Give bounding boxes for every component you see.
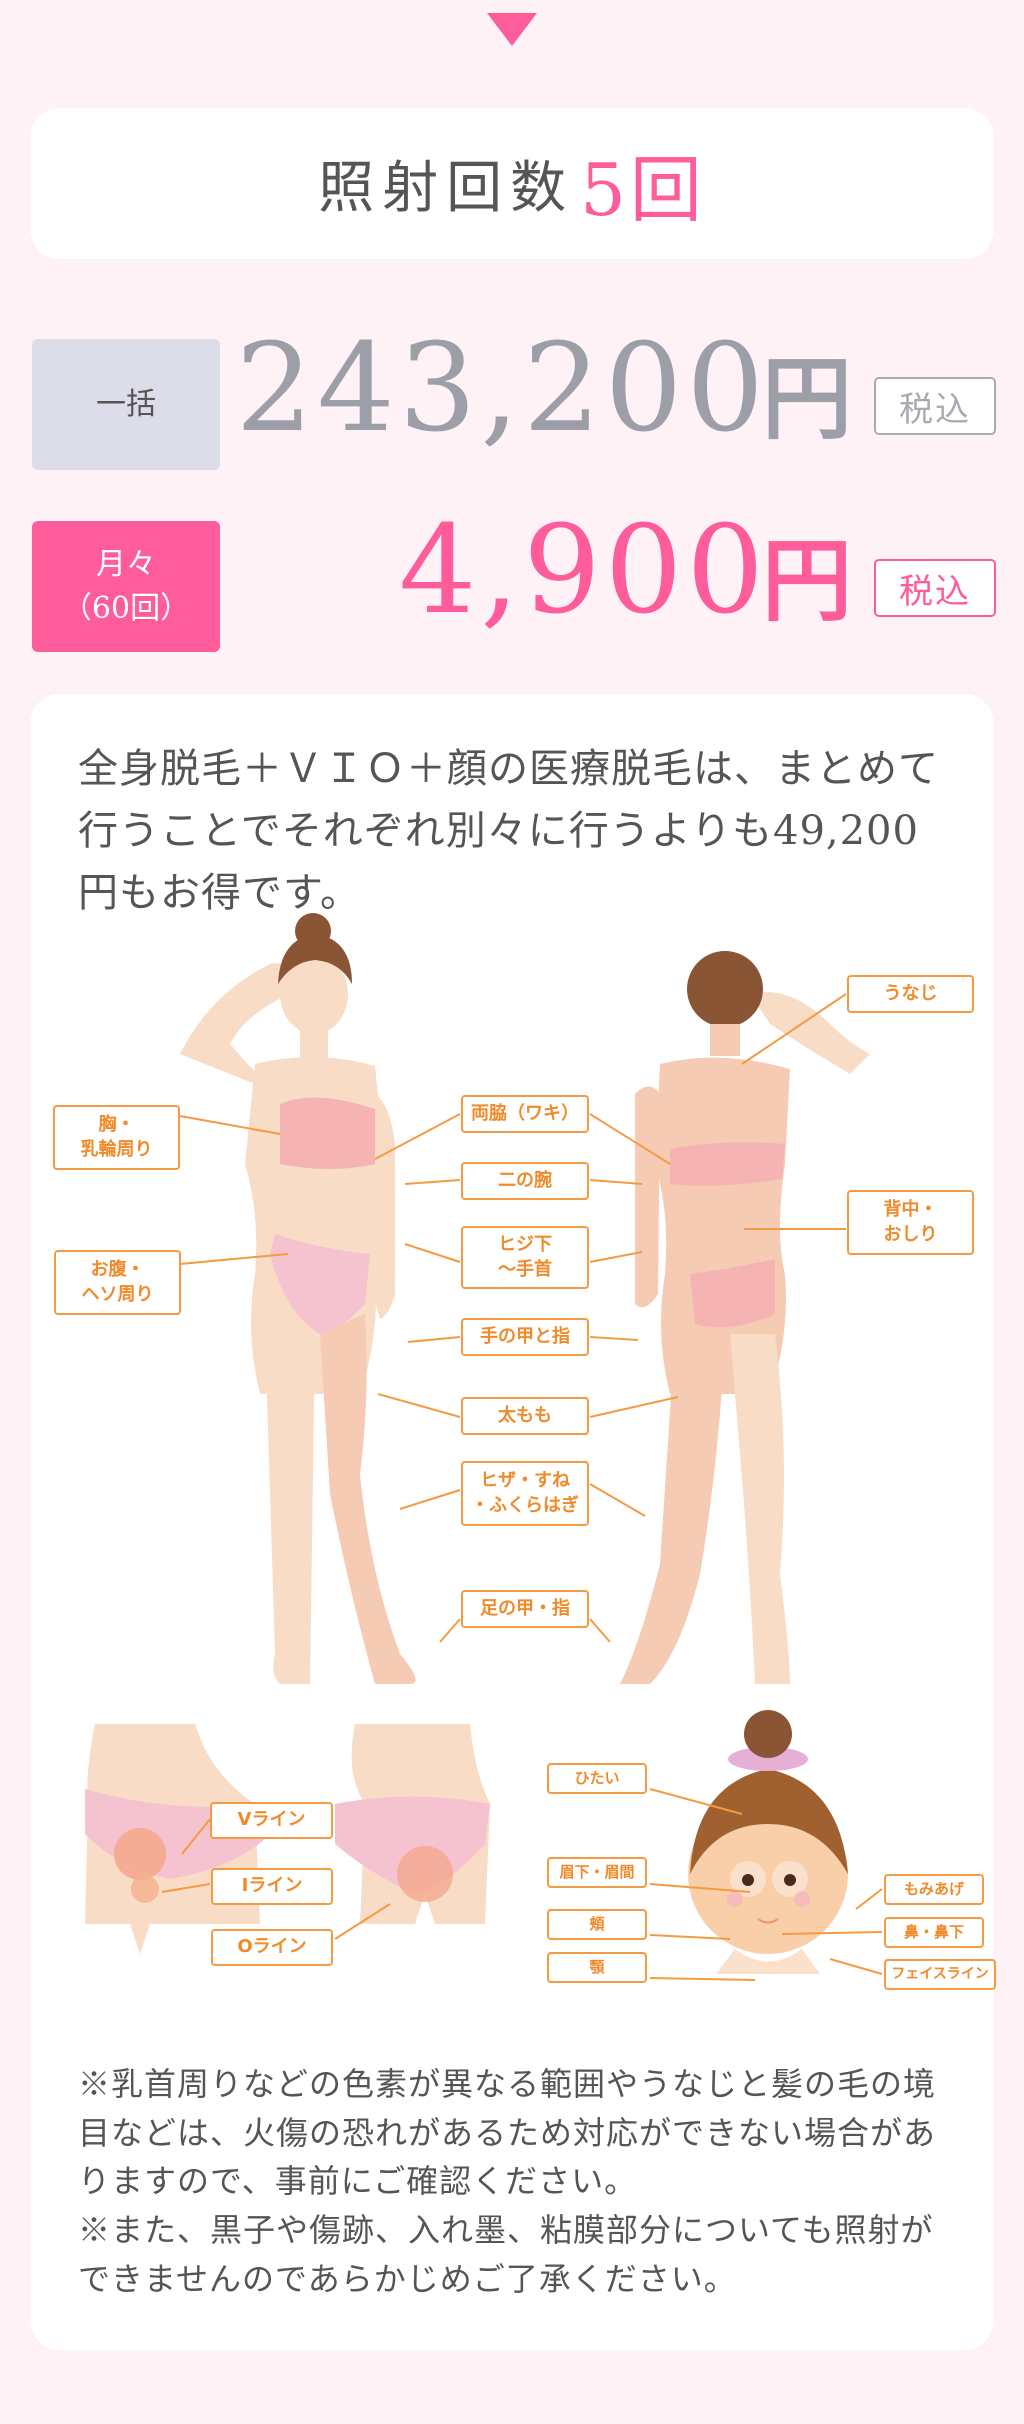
label-text: 〜手首 xyxy=(498,1258,552,1280)
label-forearm: ヒジ下 〜手首 xyxy=(461,1226,589,1289)
tax-included-badge: 税込 xyxy=(874,559,996,617)
label-back: 背中・ おしり xyxy=(847,1190,974,1255)
label-text: 胸・ xyxy=(98,1114,135,1136)
label-text: おしり xyxy=(883,1223,938,1245)
label-text: ヒジ下 xyxy=(498,1234,552,1256)
label-upper-arm: 二の腕 xyxy=(461,1162,589,1200)
lump-sum-price: 243,200円 xyxy=(235,321,856,455)
treatment-count-value: 5回 xyxy=(580,148,706,232)
lump-sum-amount: 243,200 xyxy=(235,317,768,459)
leader-lines xyxy=(161,993,883,1981)
label-lower-leg: ヒザ・すね ・ふくらはぎ xyxy=(461,1461,589,1526)
label-text: お腹・ xyxy=(90,1259,145,1281)
lump-sum-tag-label: 一括 xyxy=(96,386,156,422)
label-nose: 鼻・鼻下 xyxy=(884,1917,984,1948)
label-text: ・ふくらはぎ xyxy=(471,1494,579,1516)
monthly-tag-line1: 月々 xyxy=(96,547,156,582)
label-text: 乳輪周り xyxy=(80,1138,153,1160)
label-text: ヘソ周り xyxy=(81,1283,154,1305)
label-thigh: 太もも xyxy=(461,1397,589,1435)
treatment-count-card: 照射回数 5回 xyxy=(30,108,994,259)
label-jaw: 顎 xyxy=(547,1952,647,1983)
label-i-line: Iライン xyxy=(211,1868,333,1905)
label-brow: 眉下・眉間 xyxy=(547,1857,647,1888)
front-body-figure xyxy=(180,913,416,1684)
label-foot: 足の甲・指 xyxy=(461,1590,589,1628)
info-card: 全身脱毛＋ＶＩＯ＋顔の医療脱毛は、まとめて行うことでそれぞれ別々に行うよりも49… xyxy=(30,694,996,2350)
monthly-unit: 円 xyxy=(762,528,856,634)
label-faceline: フェイスライン xyxy=(884,1959,996,1990)
lump-sum-unit: 円 xyxy=(762,346,856,452)
label-text: 背中・ xyxy=(883,1199,938,1221)
monthly-tag: 月々 （60回） xyxy=(32,521,220,652)
monthly-price-row: 月々 （60回） 4,900円 税込 xyxy=(32,503,996,652)
caution-notes: ※乳首周りなどの色素が異なる範囲やうなじと髪の毛の境目などは、火傷の恐れがあるた… xyxy=(78,2060,958,2303)
treatment-count-label: 照射回数 xyxy=(318,156,575,221)
triangle-down-icon xyxy=(487,13,537,46)
tax-included-badge: 税込 xyxy=(874,377,996,435)
monthly-amount: 4,900 xyxy=(398,499,768,641)
caution-note: ※乳首周りなどの色素が異なる範囲やうなじと髪の毛の境目などは、火傷の恐れがあるた… xyxy=(78,2065,937,2201)
label-armpit: 両脇（ワキ） xyxy=(461,1095,589,1133)
body-area-illustration xyxy=(85,913,883,1981)
label-o-line: Oライン xyxy=(211,1929,333,1966)
label-sideburns: もみあげ xyxy=(884,1874,984,1905)
vio-diagram xyxy=(85,1724,490,1954)
caution-note: ※また、黒子や傷跡、入れ墨、粘膜部分についても照射ができませんのであらかじめご了… xyxy=(78,2210,934,2298)
label-text: ヒザ・すね xyxy=(480,1470,570,1492)
monthly-tag-line2: （60回） xyxy=(61,590,191,626)
label-v-line: Vライン xyxy=(210,1802,333,1839)
lump-sum-tag: 一括 xyxy=(32,339,220,470)
lump-sum-price-row: 一括 243,200円 税込 xyxy=(32,321,996,470)
face-diagram xyxy=(688,1710,848,1974)
label-chest: 胸・ 乳輪周り xyxy=(53,1105,180,1170)
label-nape: うなじ xyxy=(847,975,974,1013)
label-belly: お腹・ ヘソ周り xyxy=(54,1250,181,1315)
label-hand: 手の甲と指 xyxy=(461,1318,589,1356)
label-cheek: 頬 xyxy=(547,1909,647,1940)
label-forehead: ひたい xyxy=(547,1763,647,1794)
savings-lead-text: 全身脱毛＋ＶＩＯ＋顔の医療脱毛は、まとめて行うことでそれぞれ別々に行うよりも49… xyxy=(78,746,939,916)
monthly-price: 4,900円 xyxy=(399,503,856,637)
